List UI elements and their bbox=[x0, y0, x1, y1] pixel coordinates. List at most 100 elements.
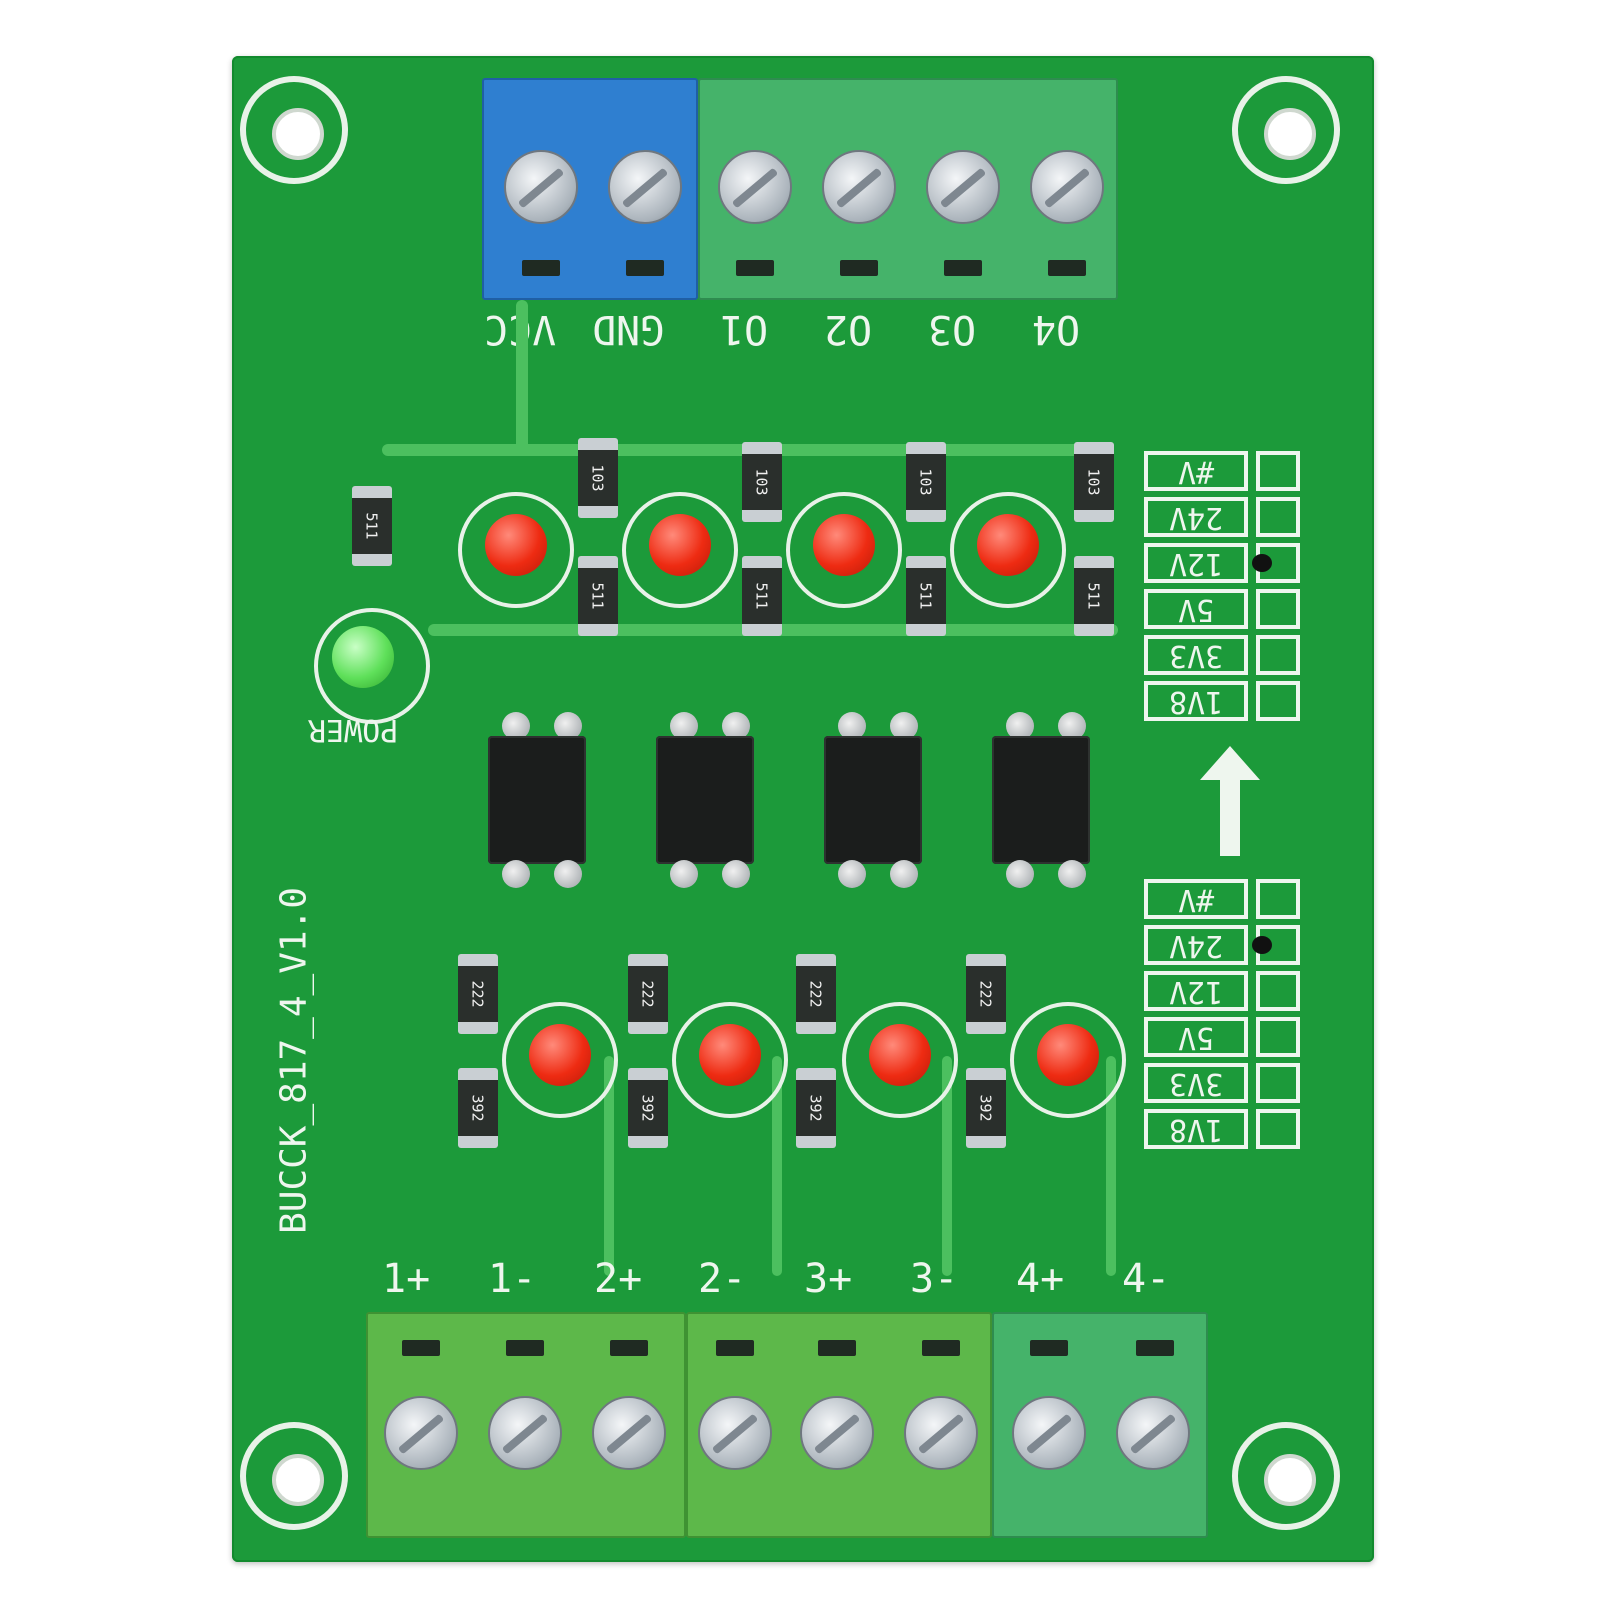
resistor-in3-bottom: 392 bbox=[796, 1068, 836, 1148]
chip-3-pin bbox=[890, 712, 918, 740]
mounting-hole-top-right bbox=[1232, 76, 1340, 184]
chip-1-pin bbox=[502, 712, 530, 740]
screw-gnd[interactable] bbox=[608, 150, 682, 224]
input-labels: 1+ 1- 2+ 2- 3+ 3- 4+ 4- bbox=[382, 1256, 1202, 1306]
led-ring-3 bbox=[786, 492, 902, 608]
output-led-2 bbox=[649, 514, 711, 576]
voltage-pad[interactable] bbox=[1256, 497, 1300, 537]
resistor-r2-top: 103 bbox=[742, 442, 782, 522]
mounting-hole-bottom-right bbox=[1232, 1422, 1340, 1530]
voltage-pad[interactable] bbox=[1256, 1063, 1300, 1103]
optocoupler-chip-1 bbox=[488, 736, 586, 864]
slot-in bbox=[922, 1340, 960, 1356]
terminal-block-inputs-c bbox=[992, 1312, 1208, 1538]
label-in-4-plus: 4+ bbox=[1016, 1256, 1065, 1302]
voltage-table-lower: #V 24V 12V 5V 3V3 1V8 bbox=[1144, 876, 1314, 1152]
label-o1: O1 bbox=[720, 306, 769, 352]
terminal-block-inputs-b bbox=[686, 1312, 992, 1538]
chip-3-pin bbox=[890, 860, 918, 888]
slot-gnd bbox=[626, 260, 664, 276]
chip-4-pin bbox=[1058, 860, 1086, 888]
voltage-row: 5V bbox=[1144, 1014, 1314, 1060]
resistor-r1-top: 103 bbox=[578, 438, 618, 518]
terminal-block-inputs-a bbox=[366, 1312, 686, 1538]
slot-in bbox=[1136, 1340, 1174, 1356]
voltage-pad[interactable] bbox=[1256, 681, 1300, 721]
screw-in-3-minus[interactable] bbox=[904, 1396, 978, 1470]
resistor-in2-top: 222 bbox=[628, 954, 668, 1034]
chip-2-pin bbox=[670, 860, 698, 888]
voltage-row: #V bbox=[1144, 448, 1314, 494]
voltage-pad[interactable] bbox=[1256, 971, 1300, 1011]
board-name: BUCCK_817_4_V1.0 bbox=[273, 887, 315, 1234]
trace-vcc bbox=[516, 300, 528, 450]
input-led-4 bbox=[1037, 1024, 1099, 1086]
screw-o2[interactable] bbox=[822, 150, 896, 224]
voltage-row: 12V bbox=[1144, 968, 1314, 1014]
voltage-pad-selected[interactable] bbox=[1256, 543, 1300, 583]
pcb-board: VCC GND O1 O2 O3 O4 511 POWER 103 103 10… bbox=[232, 56, 1374, 1562]
resistor-in3-top: 222 bbox=[796, 954, 836, 1034]
slot-in bbox=[716, 1340, 754, 1356]
label-in-3-plus: 3+ bbox=[804, 1256, 853, 1302]
power-label: POWER bbox=[308, 712, 399, 747]
chip-3-pin bbox=[838, 712, 866, 740]
voltage-pad[interactable] bbox=[1256, 1109, 1300, 1149]
resistor-in4-top: 222 bbox=[966, 954, 1006, 1034]
voltage-pad[interactable] bbox=[1256, 635, 1300, 675]
voltage-row: 3V3 bbox=[1144, 632, 1314, 678]
label-in-3-minus: 3- bbox=[910, 1256, 959, 1302]
screw-in-3-plus[interactable] bbox=[800, 1396, 874, 1470]
screw-in-1-minus[interactable] bbox=[488, 1396, 562, 1470]
voltage-row: 1V8 bbox=[1144, 678, 1314, 724]
output-led-3 bbox=[813, 514, 875, 576]
label-o2: O2 bbox=[824, 306, 873, 352]
resistor-r3-bottom: 511 bbox=[906, 556, 946, 636]
screw-in-2-plus[interactable] bbox=[592, 1396, 666, 1470]
input-led-ring-2 bbox=[672, 1002, 788, 1118]
voltage-row-selected: 24V bbox=[1144, 922, 1314, 968]
label-o4: O4 bbox=[1032, 306, 1081, 352]
screw-in-4-plus[interactable] bbox=[1012, 1396, 1086, 1470]
screw-o4[interactable] bbox=[1030, 150, 1104, 224]
led-ring-1 bbox=[458, 492, 574, 608]
optocoupler-chip-3 bbox=[824, 736, 922, 864]
resistor-r1-bottom: 511 bbox=[578, 556, 618, 636]
voltage-pad[interactable] bbox=[1256, 451, 1300, 491]
screw-in-4-minus[interactable] bbox=[1116, 1396, 1190, 1470]
screw-in-2-minus[interactable] bbox=[698, 1396, 772, 1470]
power-led-ring bbox=[314, 608, 430, 724]
input-led-1 bbox=[529, 1024, 591, 1086]
slot-o2 bbox=[840, 260, 878, 276]
slot-o1 bbox=[736, 260, 774, 276]
screw-in-1-plus[interactable] bbox=[384, 1396, 458, 1470]
output-labels: VCC GND O1 O2 O3 O4 bbox=[484, 306, 1104, 356]
voltage-pad[interactable] bbox=[1256, 589, 1300, 629]
screw-vcc[interactable] bbox=[504, 150, 578, 224]
label-gnd: GND bbox=[592, 306, 665, 352]
voltage-row: 5V bbox=[1144, 586, 1314, 632]
voltage-pad[interactable] bbox=[1256, 1017, 1300, 1057]
chip-4-pin bbox=[1006, 860, 1034, 888]
label-in-1-plus: 1+ bbox=[382, 1256, 431, 1302]
output-led-1 bbox=[485, 514, 547, 576]
screw-o3[interactable] bbox=[926, 150, 1000, 224]
voltage-pad[interactable] bbox=[1256, 879, 1300, 919]
chip-2-pin bbox=[722, 712, 750, 740]
resistor-r4-top: 103 bbox=[1074, 442, 1114, 522]
slot-in bbox=[610, 1340, 648, 1356]
slot-o4 bbox=[1048, 260, 1086, 276]
resistor-r2-bottom: 511 bbox=[742, 556, 782, 636]
chip-2-pin bbox=[722, 860, 750, 888]
voltage-row-selected: 12V bbox=[1144, 540, 1314, 586]
resistor-r3-top: 103 bbox=[906, 442, 946, 522]
voltage-row: 3V3 bbox=[1144, 1060, 1314, 1106]
terminal-block-power bbox=[482, 78, 698, 300]
label-in-4-minus: 4- bbox=[1122, 1256, 1171, 1302]
voltage-row: 24V bbox=[1144, 494, 1314, 540]
resistor-in4-bottom: 392 bbox=[966, 1068, 1006, 1148]
screw-o1[interactable] bbox=[718, 150, 792, 224]
chip-1-pin bbox=[502, 860, 530, 888]
voltage-pad-selected[interactable] bbox=[1256, 925, 1300, 965]
input-led-3 bbox=[869, 1024, 931, 1086]
